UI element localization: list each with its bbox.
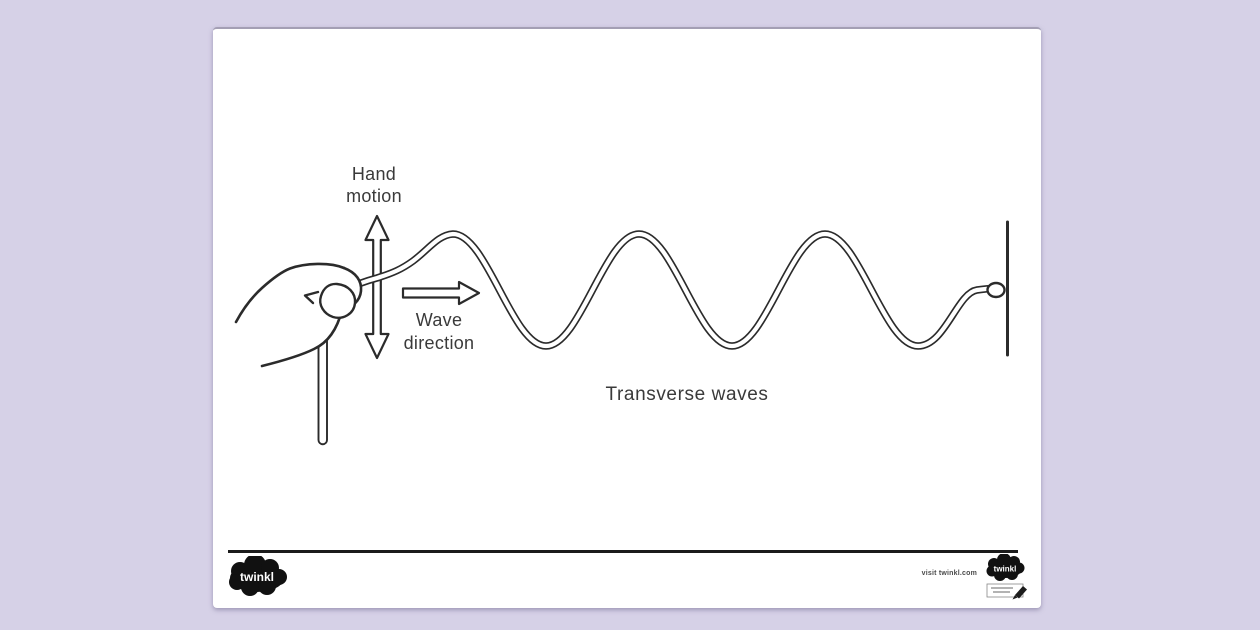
- twinkl-badge-text: twinkl: [994, 565, 1017, 574]
- diagram-title: Transverse waves: [605, 384, 769, 405]
- badge-ribbon: [986, 583, 1027, 600]
- hand-motion-label: Hand motion: [346, 164, 402, 206]
- twinkl-cloud-icon: [986, 554, 1025, 581]
- pencil-icon: [1012, 586, 1027, 600]
- visit-twinkl-text: visit twinkl.com: [921, 570, 977, 577]
- wave-direction-label: Wave direction: [403, 310, 475, 353]
- twinkl-logo-icon: twinkl: [229, 556, 287, 596]
- footer-divider: [228, 550, 1018, 553]
- twinkl-badge-icon: twinkl: [986, 554, 1027, 600]
- worksheet-page: [213, 27, 1041, 608]
- twinkl-logo-text: twinkl: [240, 570, 274, 584]
